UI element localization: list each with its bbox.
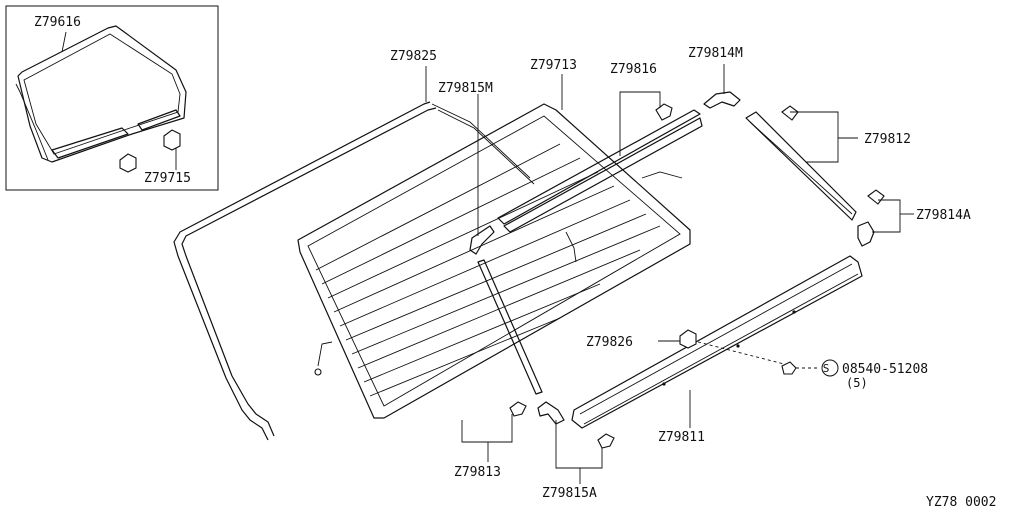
label-z79715: Z79715 bbox=[144, 171, 191, 186]
label-z79814m: Z79814M bbox=[688, 46, 743, 61]
fastener-z79826 bbox=[679, 329, 785, 365]
molding-z79815m bbox=[469, 225, 543, 395]
rear-glass-z79713 bbox=[297, 103, 691, 419]
corner-z79814a bbox=[857, 189, 885, 247]
label-z79826: Z79826 bbox=[586, 335, 633, 350]
label-z79825: Z79825 bbox=[390, 49, 437, 64]
label-z79815a: Z79815A bbox=[542, 486, 597, 501]
diagram-code: YZ78 0002 bbox=[926, 495, 996, 510]
label-z79713: Z79713 bbox=[530, 58, 577, 73]
screw bbox=[781, 361, 820, 375]
molding-z79825 bbox=[173, 101, 535, 441]
label-z79812: Z79812 bbox=[864, 132, 911, 147]
label-screw-part: 08540-51208 bbox=[842, 362, 928, 377]
molding-z79811 bbox=[571, 255, 863, 429]
inset-box bbox=[5, 5, 219, 191]
inset-clip-a bbox=[119, 153, 137, 173]
screw-symbol-letter: S bbox=[823, 362, 830, 375]
label-z79816: Z79816 bbox=[610, 62, 657, 77]
label-z79616: Z79616 bbox=[34, 15, 81, 30]
molding-z79812 bbox=[745, 105, 857, 221]
label-screw-qty: (5) bbox=[846, 376, 868, 390]
label-z79815m: Z79815M bbox=[438, 81, 493, 96]
screw-symbol-icon bbox=[821, 359, 839, 377]
clip-z79813 bbox=[509, 401, 527, 417]
leader-lines bbox=[425, 64, 914, 484]
label-z79814a: Z79814A bbox=[916, 208, 971, 223]
inset-clip-b bbox=[163, 129, 181, 151]
clip-z79815a bbox=[537, 401, 615, 449]
label-z79813: Z79813 bbox=[454, 465, 501, 480]
label-z79811: Z79811 bbox=[658, 430, 705, 445]
corner-z79814m bbox=[703, 91, 741, 109]
